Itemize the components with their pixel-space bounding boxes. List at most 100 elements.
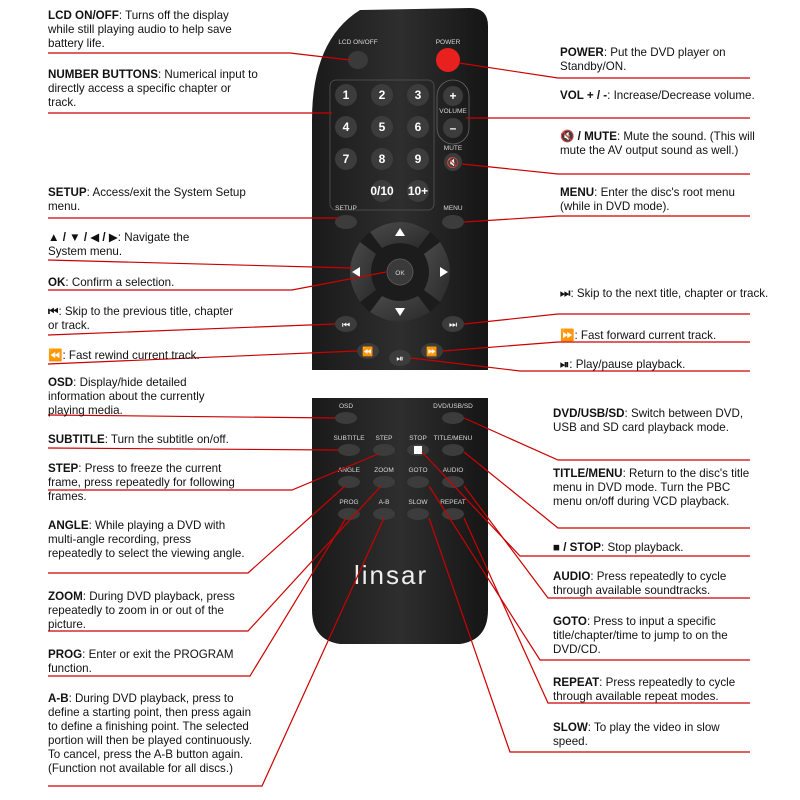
number-button[interactable] bbox=[407, 116, 429, 138]
desc-playpause: ⏯: Play/pause playback. bbox=[560, 358, 686, 371]
svg-text:TITLE/MENU: TITLE/MENU bbox=[434, 435, 473, 442]
desc-menu: MENU: Enter the disc's root menu (while … bbox=[560, 186, 735, 213]
play-pause-button[interactable] bbox=[389, 350, 411, 366]
desc-ab: A-B: During DVD playback, press to defin… bbox=[48, 692, 253, 775]
desc-zoom: ZOOM: During DVD playback, press repeate… bbox=[48, 590, 235, 631]
power-button[interactable] bbox=[436, 48, 460, 72]
desc-osd: OSD: Display/hide detailed information a… bbox=[48, 376, 205, 417]
title-menu-button[interactable] bbox=[442, 444, 464, 456]
desc-ok: OK: Confirm a selection. bbox=[48, 276, 175, 289]
number-button[interactable] bbox=[371, 148, 393, 170]
svg-text:MUTE: MUTE bbox=[444, 145, 463, 152]
number-button-label: 0/10 bbox=[370, 184, 394, 198]
lcd-button[interactable] bbox=[348, 51, 368, 69]
svg-text:AUDIO: AUDIO bbox=[443, 467, 464, 474]
svg-text:MENU: MENU bbox=[443, 205, 462, 212]
fast-forward-button[interactable] bbox=[421, 343, 443, 359]
ok-button[interactable] bbox=[386, 258, 414, 286]
number-button-label: 10+ bbox=[408, 184, 428, 198]
rewind-button[interactable] bbox=[357, 343, 379, 359]
fast-forward-icon: ⏩ bbox=[426, 346, 437, 358]
repeat-button[interactable] bbox=[442, 508, 464, 520]
desc-stop: ■ / STOP: Stop playback. bbox=[553, 541, 684, 554]
next-button[interactable] bbox=[442, 316, 464, 332]
slow-button[interactable] bbox=[407, 508, 429, 520]
number-button-label: 7 bbox=[343, 152, 350, 166]
mute-button[interactable] bbox=[444, 153, 462, 171]
number-button-label: 4 bbox=[343, 120, 350, 134]
subtitle-button[interactable] bbox=[338, 444, 360, 456]
mute-icon: 🔇 bbox=[447, 156, 459, 169]
desc-power: POWER: Put the DVD player on Standby/ON. bbox=[560, 46, 726, 73]
number-button[interactable] bbox=[371, 180, 393, 202]
svg-text:STEP: STEP bbox=[376, 435, 393, 442]
desc-navigate: ▲ / ▼ / ◀ / ▶: Navigate the System menu. bbox=[48, 231, 190, 258]
number-button-label: 9 bbox=[415, 152, 422, 166]
number-button[interactable] bbox=[371, 116, 393, 138]
svg-text:ZOOM: ZOOM bbox=[374, 467, 394, 474]
desc-lcd: LCD ON/OFF: Turns off the display while … bbox=[48, 9, 232, 50]
number-button-label: 6 bbox=[415, 120, 422, 134]
number-button[interactable] bbox=[335, 148, 357, 170]
ab-button[interactable] bbox=[373, 508, 395, 520]
setup-button[interactable] bbox=[335, 215, 357, 229]
audio-button[interactable] bbox=[442, 476, 464, 488]
desc-prev: ⏮: Skip to the previous title, chapter o… bbox=[48, 305, 234, 332]
desc-rewind: ⏪: Fast rewind current track. bbox=[48, 349, 200, 362]
desc-audio: AUDIO: Press repeatedly to cycle through… bbox=[553, 570, 727, 597]
number-button[interactable] bbox=[407, 180, 429, 202]
desc-prog: PROG: Enter or exit the PROGRAM function… bbox=[48, 648, 234, 675]
number-button-label: 5 bbox=[379, 120, 386, 134]
desc-dvdusbsd: DVD/USB/SD: Switch between DVD, USB and … bbox=[553, 407, 744, 434]
svg-text:A-B: A-B bbox=[379, 499, 390, 506]
rewind-icon: ⏪ bbox=[362, 346, 373, 358]
number-button[interactable] bbox=[335, 116, 357, 138]
number-button-label: 8 bbox=[379, 152, 386, 166]
prog-button[interactable] bbox=[338, 508, 360, 520]
number-button[interactable] bbox=[407, 148, 429, 170]
desc-setup: SETUP: Access/exit the System Setup menu… bbox=[48, 186, 246, 213]
svg-text:STOP: STOP bbox=[409, 435, 427, 442]
number-button[interactable] bbox=[371, 84, 393, 106]
next-icon: ⏭ bbox=[449, 321, 457, 331]
stop-icon bbox=[414, 446, 422, 454]
number-button-label: 1 bbox=[343, 88, 350, 102]
prev-button[interactable] bbox=[335, 316, 357, 332]
desc-goto: GOTO: Press to input a specific title/ch… bbox=[553, 615, 728, 656]
svg-text:VOLUME: VOLUME bbox=[439, 108, 467, 115]
svg-text:PROG: PROG bbox=[339, 499, 358, 506]
osd-button[interactable] bbox=[335, 412, 357, 424]
svg-text:LCD ON/OFF: LCD ON/OFF bbox=[338, 39, 377, 46]
desc-subtitle: SUBTITLE: Turn the subtitle on/off. bbox=[48, 433, 229, 446]
desc-angle: ANGLE: While playing a DVD with multi-an… bbox=[48, 519, 245, 560]
number-buttons[interactable]: 1 2 3 4 5 6 7 8 9 0/10 10+ bbox=[335, 84, 429, 202]
prev-icon: ⏮ bbox=[342, 321, 350, 331]
svg-text:POWER: POWER bbox=[436, 39, 461, 46]
desc-slow: SLOW: To play the video in slow speed. bbox=[553, 721, 720, 748]
svg-text:SETUP: SETUP bbox=[335, 205, 357, 212]
dvd-usb-sd-button[interactable] bbox=[442, 412, 464, 424]
play-pause-icon: ⏯ bbox=[396, 355, 403, 365]
desc-repeat: REPEAT: Press repeatedly to cycle throug… bbox=[553, 676, 736, 703]
volume-up-button[interactable] bbox=[443, 86, 463, 106]
menu-button[interactable] bbox=[442, 215, 464, 229]
svg-text:–: – bbox=[450, 121, 457, 135]
nav-right-button[interactable] bbox=[424, 242, 450, 302]
zoom-button[interactable] bbox=[373, 476, 395, 488]
goto-button[interactable] bbox=[407, 476, 429, 488]
number-button[interactable] bbox=[335, 84, 357, 106]
brand-logo: linsar bbox=[354, 560, 428, 590]
volume-down-button[interactable] bbox=[443, 118, 463, 138]
svg-text:SLOW: SLOW bbox=[408, 499, 428, 506]
number-button[interactable] bbox=[407, 84, 429, 106]
number-button-label: 2 bbox=[379, 88, 386, 102]
step-button[interactable] bbox=[373, 444, 395, 456]
svg-text:OSD: OSD bbox=[339, 403, 353, 410]
svg-text:REPEAT: REPEAT bbox=[440, 499, 466, 506]
number-button-label: 3 bbox=[415, 88, 422, 102]
desc-ffwd: ⏩: Fast forward current track. bbox=[560, 329, 717, 342]
svg-text:SUBTITLE: SUBTITLE bbox=[333, 435, 365, 442]
desc-numbers: NUMBER BUTTONS: Numerical input to direc… bbox=[48, 68, 258, 109]
angle-button[interactable] bbox=[338, 476, 360, 488]
svg-text:DVD/USB/SD: DVD/USB/SD bbox=[433, 403, 473, 410]
